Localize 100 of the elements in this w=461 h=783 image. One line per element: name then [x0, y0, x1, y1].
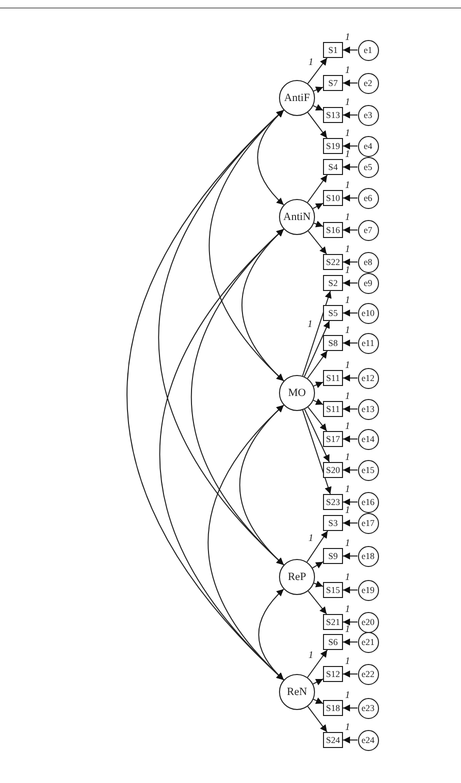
arrow: [304, 408, 330, 462]
arrow: [342, 340, 358, 346]
arrow: [312, 678, 324, 686]
arrow: [312, 104, 324, 111]
edge-label: 1: [345, 539, 350, 549]
arrow: [307, 58, 328, 84]
arrow: [313, 86, 324, 94]
arrow: [342, 374, 358, 382]
edge-label: 1: [308, 650, 314, 661]
observed-variable-box: S6: [323, 634, 343, 650]
observed-variable-box: S22: [323, 254, 343, 270]
observed-variable-box: S4: [323, 159, 343, 175]
observed-variable-box: S15: [323, 582, 343, 598]
edge-label: 1: [345, 98, 350, 108]
observed-variable-box: S16: [323, 222, 343, 238]
arrow: [342, 520, 358, 526]
arrow: [342, 194, 358, 202]
arrow: [312, 398, 324, 406]
edge-label: 1: [345, 605, 350, 615]
latent-variable-circle: AntiN: [279, 199, 315, 235]
error-term-circle: e11: [358, 332, 378, 354]
arrow: [342, 406, 358, 412]
observed-variable-box: S20: [323, 462, 343, 478]
edge-label: 1: [345, 691, 350, 701]
error-term-circle: e13: [358, 398, 378, 420]
arrow: [313, 220, 324, 228]
observed-variable-box: S11: [323, 401, 343, 417]
arrow: [342, 226, 358, 234]
error-term-circle: e12: [358, 368, 378, 388]
arrow: [312, 698, 324, 704]
observed-variable-box: S12: [323, 666, 343, 682]
observed-variable-box: S24: [323, 732, 343, 748]
error-term-circle: e19: [358, 580, 378, 600]
edge-label: 1: [345, 66, 350, 76]
error-term-circle: e17: [358, 512, 378, 534]
arrow: [342, 704, 358, 712]
latent-variable-circle: AntiF: [279, 80, 315, 116]
edge-label: 1: [345, 657, 350, 667]
edge-label: 1: [345, 245, 350, 255]
arrow: [342, 112, 358, 118]
arrow: [307, 706, 328, 732]
observed-variable-box: S17: [323, 431, 343, 447]
error-term-circle: e21: [358, 632, 378, 652]
arrow: [307, 174, 328, 203]
error-term-circle: e24: [358, 730, 378, 750]
arrow: [313, 382, 324, 388]
arrow: [342, 498, 358, 506]
observed-variable-box: S1: [323, 42, 343, 58]
edge-label: 1: [345, 150, 350, 160]
error-term-circle: e7: [358, 220, 378, 240]
edge-label: 1: [345, 422, 350, 432]
arrow: [308, 406, 328, 432]
arrow: [308, 230, 328, 254]
observed-variable-box: S5: [323, 305, 343, 321]
edge-label: 1: [345, 296, 350, 306]
arrow: [342, 164, 358, 170]
error-term-circle: e1: [358, 40, 378, 60]
error-term-circle: e6: [358, 188, 378, 208]
observed-variable-box: S18: [323, 700, 343, 716]
observed-variable-box: S10: [323, 190, 343, 206]
edge-label: 1: [345, 392, 350, 402]
observed-variable-box: S3: [323, 515, 343, 531]
latent-variable-circle: MO: [279, 375, 315, 411]
observed-variable-box: S8: [323, 335, 343, 351]
arrow: [342, 142, 358, 150]
arrow: [302, 290, 332, 376]
observed-variable-box: S13: [323, 107, 343, 123]
edge-label: 1: [345, 361, 350, 371]
arrow: [312, 561, 324, 568]
arrow: [342, 436, 358, 442]
edge-label: 1: [345, 485, 350, 495]
error-term-circle: e16: [358, 492, 378, 512]
error-term-circle: e8: [358, 252, 378, 272]
observed-variable-box: S21: [323, 614, 343, 630]
observed-variable-box: S11: [323, 370, 343, 386]
arrow: [342, 670, 358, 678]
edge-label: 1: [308, 534, 314, 544]
edge-label: 1: [307, 320, 312, 330]
error-term-circle: e18: [358, 546, 378, 566]
edge-label: 1: [345, 129, 350, 139]
arrow: [342, 310, 358, 316]
observed-variable-box: S2: [323, 275, 343, 291]
arrow: [342, 280, 358, 286]
observed-variable-box: S23: [323, 494, 343, 510]
edge-label: 1: [345, 181, 350, 191]
error-term-circle: e4: [358, 136, 378, 156]
arrow: [342, 586, 358, 594]
observed-variable-box: S9: [323, 548, 343, 564]
error-term-circle: e9: [358, 272, 378, 294]
latent-variable-circle: ReP: [279, 559, 315, 595]
arrow: [342, 552, 358, 560]
observed-variable-box: S19: [323, 138, 343, 154]
edge-label: 1: [345, 33, 350, 43]
arrow: [342, 638, 358, 646]
error-term-circle: e10: [358, 302, 378, 324]
edge-label: 1: [345, 453, 350, 463]
latent-variable-circle: ReN: [279, 674, 315, 710]
edge-label: 1: [345, 723, 350, 733]
arrow: [307, 350, 328, 379]
error-term-circle: e5: [358, 156, 378, 178]
